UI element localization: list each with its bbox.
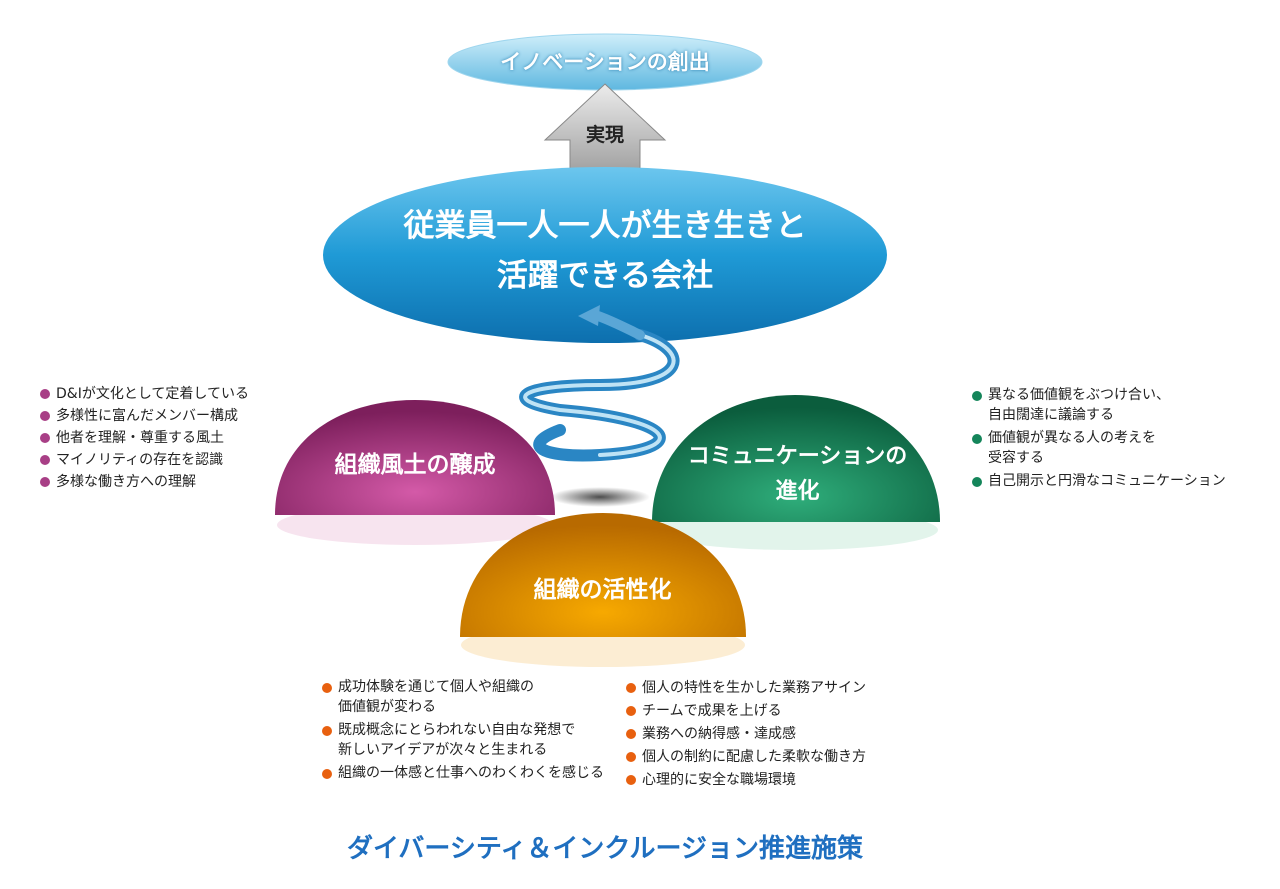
list-item: 成功体験を通じて個人や組織の 価値観が変わる: [320, 677, 604, 717]
culture-label: 組織風土の醸成: [334, 452, 496, 478]
list-item: 心理的に安全な職場環境: [624, 769, 866, 792]
list-item: 既成概念にとらわれない自由な発想で 新しいアイデアが次々と生まれる: [320, 720, 604, 760]
top-goal-label: イノベーションの創出: [500, 50, 710, 74]
list-item: 個人の特性を生かした業務アサイン: [624, 677, 866, 700]
list-item: 自己開示と円滑なコミュニケーション: [970, 471, 1226, 491]
arrow-label: 実現: [585, 124, 624, 146]
list-item: 個人の制約に配慮した柔軟な働き方: [624, 746, 866, 769]
list-item: D&Iが文化として定着している: [38, 383, 249, 405]
list-item: チームで成果を上げる: [624, 700, 866, 723]
communication-list: 異なる価値観をぶつけ合い、 自由闊達に議論する 価値観が異なる人の考えを 受容す…: [970, 385, 1226, 494]
center-shadow: [550, 487, 650, 507]
list-item: 多様な働き方への理解: [38, 471, 249, 493]
list-item: 価値観が異なる人の考えを 受容する: [970, 428, 1226, 468]
communication-dome: [652, 395, 940, 522]
activation-list-left: 成功体験を通じて個人や組織の 価値観が変わる 既成概念にとらわれない自由な発想で…: [320, 677, 604, 786]
list-item: 他者を理解・尊重する風土: [38, 427, 249, 449]
activation-list-right: 個人の特性を生かした業務アサイン チームで成果を上げる 業務への納得感・達成感 …: [624, 677, 866, 792]
culture-dome: [275, 400, 555, 515]
spiral-icon: [519, 305, 680, 462]
communication-label-line2: 進化: [775, 479, 820, 504]
list-item: マイノリティの存在を認識: [38, 449, 249, 471]
list-item: 業務への納得感・達成感: [624, 723, 866, 746]
list-item: 組織の一体感と仕事へのわくわくを感じる: [320, 763, 604, 783]
activation-dome: [460, 513, 746, 637]
main-goal-line1: 従業員一人一人が生き生きと: [403, 208, 807, 244]
list-item: 異なる価値観をぶつけ合い、 自由闊達に議論する: [970, 385, 1226, 425]
activation-label: 組織の活性化: [533, 577, 672, 603]
list-item: 多様性に富んだメンバー構成: [38, 405, 249, 427]
main-goal-line2: 活躍できる会社: [496, 258, 714, 294]
footer-title: ダイバーシティ＆インクルージョン推進施策: [346, 834, 864, 864]
communication-label-line1: コミュニケーションの: [687, 444, 908, 469]
main-goal-ellipse: [323, 167, 887, 343]
culture-list: D&Iが文化として定着している 多様性に富んだメンバー構成 他者を理解・尊重する…: [38, 383, 249, 493]
